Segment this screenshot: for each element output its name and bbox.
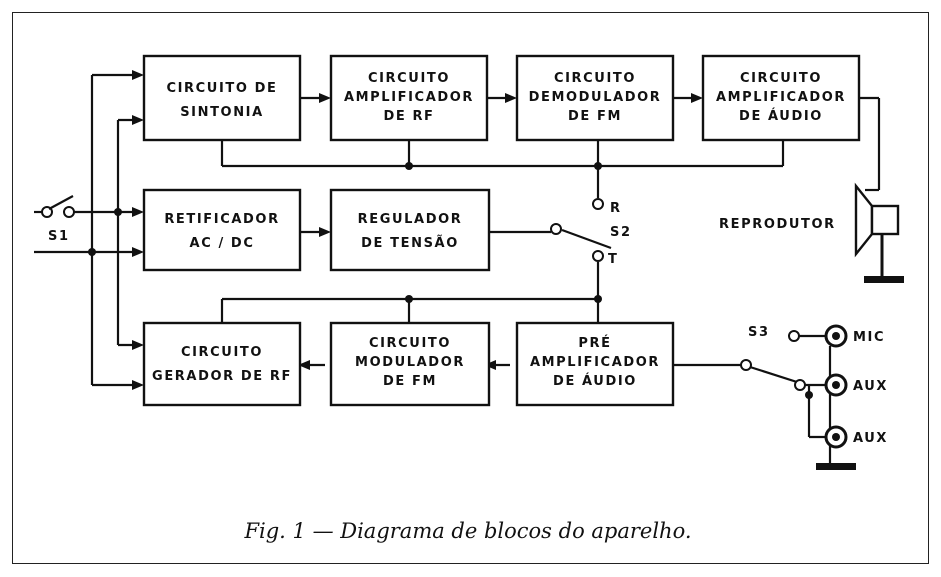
svg-text:CIRCUITO: CIRCUITO — [368, 71, 450, 86]
jack-aux-2-icon — [824, 425, 848, 449]
svg-text:DE ÁUDIO: DE ÁUDIO — [739, 108, 823, 124]
label-s3: S3 — [748, 325, 770, 340]
label-s2: S2 — [610, 225, 632, 240]
jack-mic-icon — [824, 324, 848, 348]
block-amplificador-audio: CIRCUITO AMPLIFICADOR DE ÁUDIO — [701, 54, 861, 142]
svg-text:DE ÁUDIO: DE ÁUDIO — [553, 373, 637, 389]
ground-icon — [816, 463, 856, 470]
label-r: R — [610, 201, 622, 216]
svg-text:DE TENSÃO: DE TENSÃO — [361, 235, 459, 251]
svg-text:MODULADOR: MODULADOR — [355, 355, 465, 370]
label-s1: S1 — [48, 229, 70, 244]
svg-text:AC / DC: AC / DC — [190, 236, 255, 251]
label-reprodutor: REPRODUTOR — [719, 217, 836, 232]
block-modulador-fm: CIRCUITO MODULADOR DE FM — [329, 321, 491, 407]
svg-text:DEMODULADOR: DEMODULADOR — [529, 90, 662, 105]
svg-text:SINTONIA: SINTONIA — [180, 105, 264, 120]
svg-text:GERADOR DE RF: GERADOR DE RF — [152, 369, 292, 384]
label-mic: MIC — [853, 330, 885, 345]
svg-text:CIRCUITO: CIRCUITO — [181, 345, 263, 360]
label-aux-2: AUX — [853, 431, 888, 446]
svg-text:DE FM: DE FM — [383, 374, 437, 389]
svg-text:REGULADOR: REGULADOR — [358, 212, 463, 227]
svg-text:CIRCUITO: CIRCUITO — [369, 336, 451, 351]
block-sintonia: CIRCUITO DE SINTONIA — [142, 54, 302, 142]
junctions — [88, 162, 813, 399]
svg-text:CIRCUITO: CIRCUITO — [554, 71, 636, 86]
block-regulador: REGULADOR DE TENSÃO — [329, 188, 491, 272]
svg-text:RETIFICADOR: RETIFICADOR — [164, 212, 279, 227]
svg-text:AMPLIFICADOR: AMPLIFICADOR — [530, 355, 660, 370]
block-gerador-rf: CIRCUITO GERADOR DE RF — [142, 321, 302, 407]
svg-text:DE RF: DE RF — [383, 109, 434, 124]
svg-text:DE FM: DE FM — [568, 109, 622, 124]
figure-caption: Fig. 1 — Diagrama de blocos do aparelho. — [243, 519, 691, 543]
arrowheads — [132, 70, 703, 390]
block-pre-amplificador: PRÉ AMPLIFICADOR DE ÁUDIO — [515, 321, 675, 407]
block-retificador: RETIFICADOR AC / DC — [142, 188, 302, 272]
svg-text:CIRCUITO DE: CIRCUITO DE — [166, 81, 277, 96]
switch-terminals — [41, 195, 806, 391]
svg-text:AMPLIFICADOR: AMPLIFICADOR — [716, 90, 846, 105]
label-aux-1: AUX — [853, 379, 888, 394]
block-amplificador-rf: CIRCUITO AMPLIFICADOR DE RF — [329, 54, 489, 142]
figure-frame — [12, 12, 929, 564]
jack-aux-1-icon — [824, 373, 848, 397]
svg-text:CIRCUITO: CIRCUITO — [740, 71, 822, 86]
block-demodulador-fm: CIRCUITO DEMODULADOR DE FM — [515, 54, 675, 142]
speaker-icon — [854, 182, 904, 283]
svg-text:AMPLIFICADOR: AMPLIFICADOR — [344, 90, 474, 105]
svg-text:PRÉ: PRÉ — [578, 335, 611, 351]
label-t: T — [608, 252, 618, 267]
